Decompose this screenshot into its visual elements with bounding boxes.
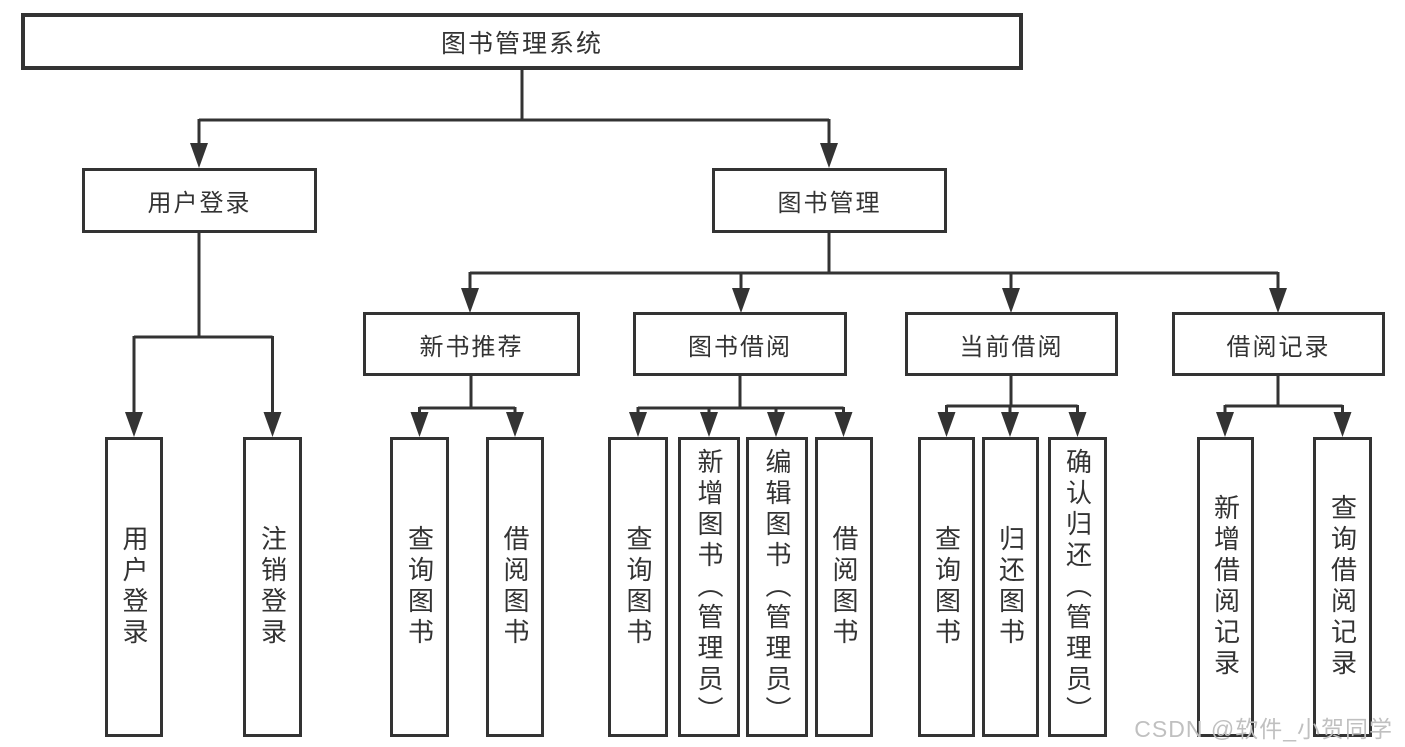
leaf-confirm-return-admin: 确认归还（管理员）	[1048, 437, 1107, 737]
leaf-label: 归还图书	[995, 525, 1026, 649]
leaf-query-borrow-record: 查询借阅记录	[1313, 437, 1372, 737]
leaf-label: 注销登录	[257, 525, 288, 649]
arrowhead-icon	[125, 412, 143, 437]
arrowhead-icon	[263, 412, 282, 437]
leaf-edit-books-admin: 编辑图书（管理员）	[746, 437, 808, 737]
leaf-label: 查询图书	[623, 525, 653, 649]
arrowhead-icon	[1216, 412, 1234, 437]
arrowhead-icon	[732, 288, 750, 313]
leaf-label: 查询图书	[931, 525, 962, 649]
node-label: 图书借阅	[688, 333, 792, 361]
arrowhead-icon	[937, 412, 956, 437]
arrowhead-icon	[820, 143, 838, 168]
node-label: 图书管理	[777, 190, 882, 217]
leaf-label: 用户登录	[119, 525, 149, 649]
node-current-borrowing: 当前借阅	[905, 312, 1118, 376]
arrowhead-icon	[506, 412, 524, 437]
leaf-label: 确认归还（管理员）	[1062, 447, 1093, 727]
leaf-label: 查询借阅记录	[1327, 494, 1358, 680]
node-label: 新书推荐	[419, 333, 524, 361]
leaf-add-books-admin: 新增图书（管理员）	[678, 437, 740, 737]
leaf-query-books-borrowing: 查询图书	[608, 437, 668, 737]
arrowhead-icon	[767, 412, 785, 437]
leaf-label: 借阅图书	[500, 525, 530, 649]
leaf-query-books-recommend: 查询图书	[390, 437, 449, 737]
arrowhead-icon	[461, 288, 479, 313]
node-book-borrowing: 图书借阅	[633, 312, 847, 376]
node-root-label: 图书管理系统	[440, 29, 603, 58]
csdn-watermark: CSDN @软件_小贺同学	[1134, 716, 1393, 742]
node-new-book-recommend: 新书推荐	[363, 312, 580, 376]
node-label: 借阅记录	[1226, 333, 1331, 361]
leaf-return-books: 归还图书	[982, 437, 1039, 737]
node-borrowing-records: 借阅记录	[1172, 312, 1385, 376]
leaf-add-borrow-record: 新增借阅记录	[1197, 437, 1254, 737]
leaf-label: 新增借阅记录	[1210, 494, 1241, 680]
node-root-system: 图书管理系统	[21, 13, 1023, 70]
leaf-label: 查询图书	[404, 525, 435, 649]
leaf-label: 新增图书（管理员）	[694, 447, 724, 727]
node-label: 用户登录	[147, 190, 252, 217]
arrowhead-icon	[1269, 288, 1287, 313]
leaf-user-login: 用户登录	[105, 437, 163, 737]
node-book-management: 图书管理	[712, 168, 947, 233]
arrowhead-icon	[1333, 412, 1352, 437]
arrowhead-icon	[700, 412, 718, 437]
arrowhead-icon	[190, 143, 208, 168]
leaf-label: 借阅图书	[829, 525, 859, 649]
arrowhead-icon	[629, 412, 647, 437]
node-label: 当前借阅	[959, 333, 1064, 361]
arrowhead-icon	[410, 412, 429, 437]
leaf-label: 编辑图书（管理员）	[762, 447, 792, 727]
leaf-borrow-books: 借阅图书	[815, 437, 873, 737]
leaf-logout: 注销登录	[243, 437, 302, 737]
leaf-query-books-current: 查询图书	[918, 437, 975, 737]
arrowhead-icon	[1001, 412, 1019, 437]
arrowhead-icon	[1068, 412, 1087, 437]
leaf-borrow-books-recommend: 借阅图书	[486, 437, 544, 737]
arrowhead-icon	[834, 412, 853, 437]
node-user-login-branch: 用户登录	[82, 168, 317, 233]
arrowhead-icon	[1002, 288, 1020, 313]
